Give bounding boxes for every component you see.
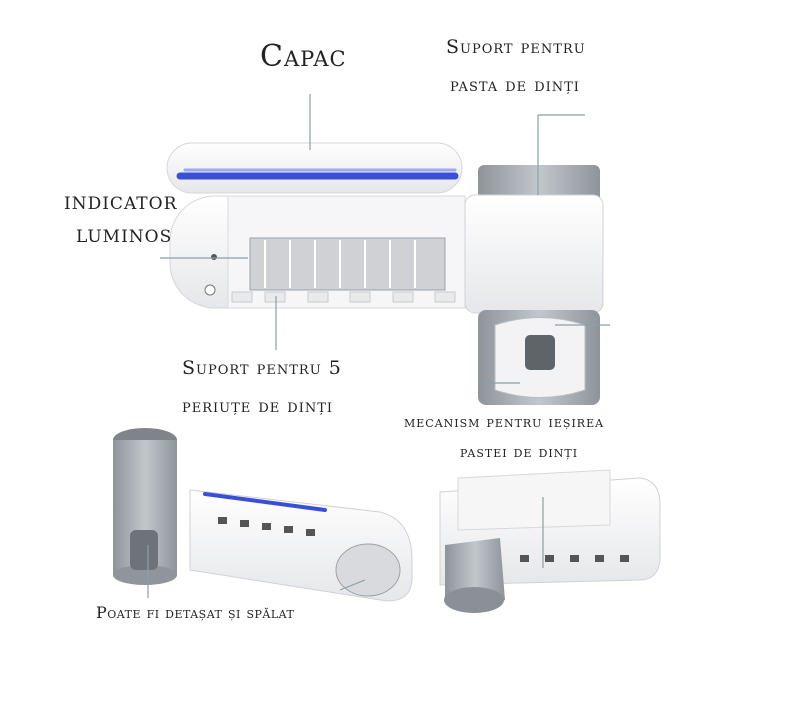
label-mecanism-line1: mecanism pentru ieșirea <box>404 412 605 431</box>
label-suport-periute-line1: Suport pentru 5 <box>182 357 342 379</box>
back-view-unit <box>439 469 661 613</box>
label-indicator-line2: LUMINOS <box>76 227 173 247</box>
label-suport-pasta-line2: pasta de dinți <box>450 74 580 96</box>
detachable-cup <box>113 428 177 585</box>
label-capac: Capac <box>260 39 347 74</box>
label-detasat: Poate fi detașat și spălat <box>96 603 295 622</box>
open-unit <box>189 489 413 602</box>
lid-part <box>166 142 463 194</box>
label-mecanism-line2: pastei de dinți <box>460 442 579 461</box>
leader-lines <box>147 94 610 598</box>
label-suport-periute-line2: periuțe de dinți <box>182 395 334 417</box>
label-indicator-line1: INDICATOR <box>64 194 178 214</box>
main-body <box>169 195 466 309</box>
toothpaste-holder <box>464 165 604 405</box>
label-suport-pasta-line1: Suport pentru <box>446 36 586 58</box>
